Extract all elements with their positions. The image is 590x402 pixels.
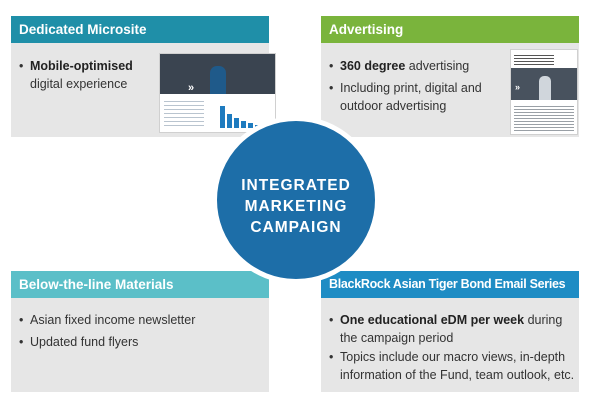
list-item: • 360 degree advertising [329, 57, 509, 75]
bullet-text: advertising [405, 59, 470, 73]
list-item: • Asian fixed income newsletter [19, 311, 259, 329]
advertising-title: Advertising [321, 16, 579, 43]
list-item: • Mobile-optimised digital experience [19, 57, 149, 93]
bullet-icon: • [329, 313, 334, 327]
chevron-icon: » [188, 82, 195, 94]
bullet-icon: • [19, 335, 24, 349]
bullet-bold: One educational eDM per week [340, 313, 525, 327]
bullet-icon: • [329, 350, 334, 364]
list-item: • One educational eDM per week during th… [329, 311, 574, 347]
microsite-thumbnail: » [159, 53, 276, 133]
microsite-panel: Dedicated Microsite • Mobile-optimised d… [11, 16, 276, 137]
campaign-title-line: INTEGRATED [241, 177, 351, 194]
bullet-icon: • [19, 313, 24, 327]
bullet-icon: • [329, 81, 334, 95]
campaign-title-line: CAMPAIGN [250, 219, 342, 236]
email-panel: BlackRock Asian Tiger Bond Email Series … [321, 271, 579, 392]
bullet-text: Including print, digital and outdoor adv… [340, 81, 482, 113]
bullet-bold: Mobile-optimised [30, 59, 133, 73]
bullet-icon: • [19, 59, 24, 73]
btl-panel: Below-the-line Materials • Asian fixed i… [11, 271, 269, 392]
btl-title: Below-the-line Materials [11, 271, 269, 298]
email-title: BlackRock Asian Tiger Bond Email Series [321, 271, 579, 298]
campaign-circle: INTEGRATED MARKETING CAMPAIGN [212, 116, 380, 284]
microsite-title: Dedicated Microsite [11, 16, 269, 43]
bullet-text: Updated fund flyers [30, 335, 139, 349]
bullet-bold: 360 degree [340, 59, 406, 73]
bullet-text: during the campaign period [340, 313, 563, 345]
bullet-text: Topics include our macro views, in-depth… [340, 350, 575, 382]
list-item: • Updated fund flyers [19, 333, 259, 351]
bullet-text: digital experience [30, 77, 128, 91]
bullet-text: Asian fixed income newsletter [30, 313, 196, 327]
chevron-icon: » [515, 82, 521, 92]
campaign-title-line: MARKETING [244, 198, 348, 215]
campaign-title: INTEGRATED MARKETING CAMPAIGN [217, 175, 375, 238]
bullet-icon: • [329, 59, 334, 73]
advertising-panel: Advertising • 360 degree advertising • I… [321, 16, 579, 137]
list-item: • Including print, digital and outdoor a… [329, 79, 504, 115]
list-item: • Topics include our macro views, in-dep… [329, 348, 581, 384]
advertising-thumbnail: » [510, 49, 578, 135]
